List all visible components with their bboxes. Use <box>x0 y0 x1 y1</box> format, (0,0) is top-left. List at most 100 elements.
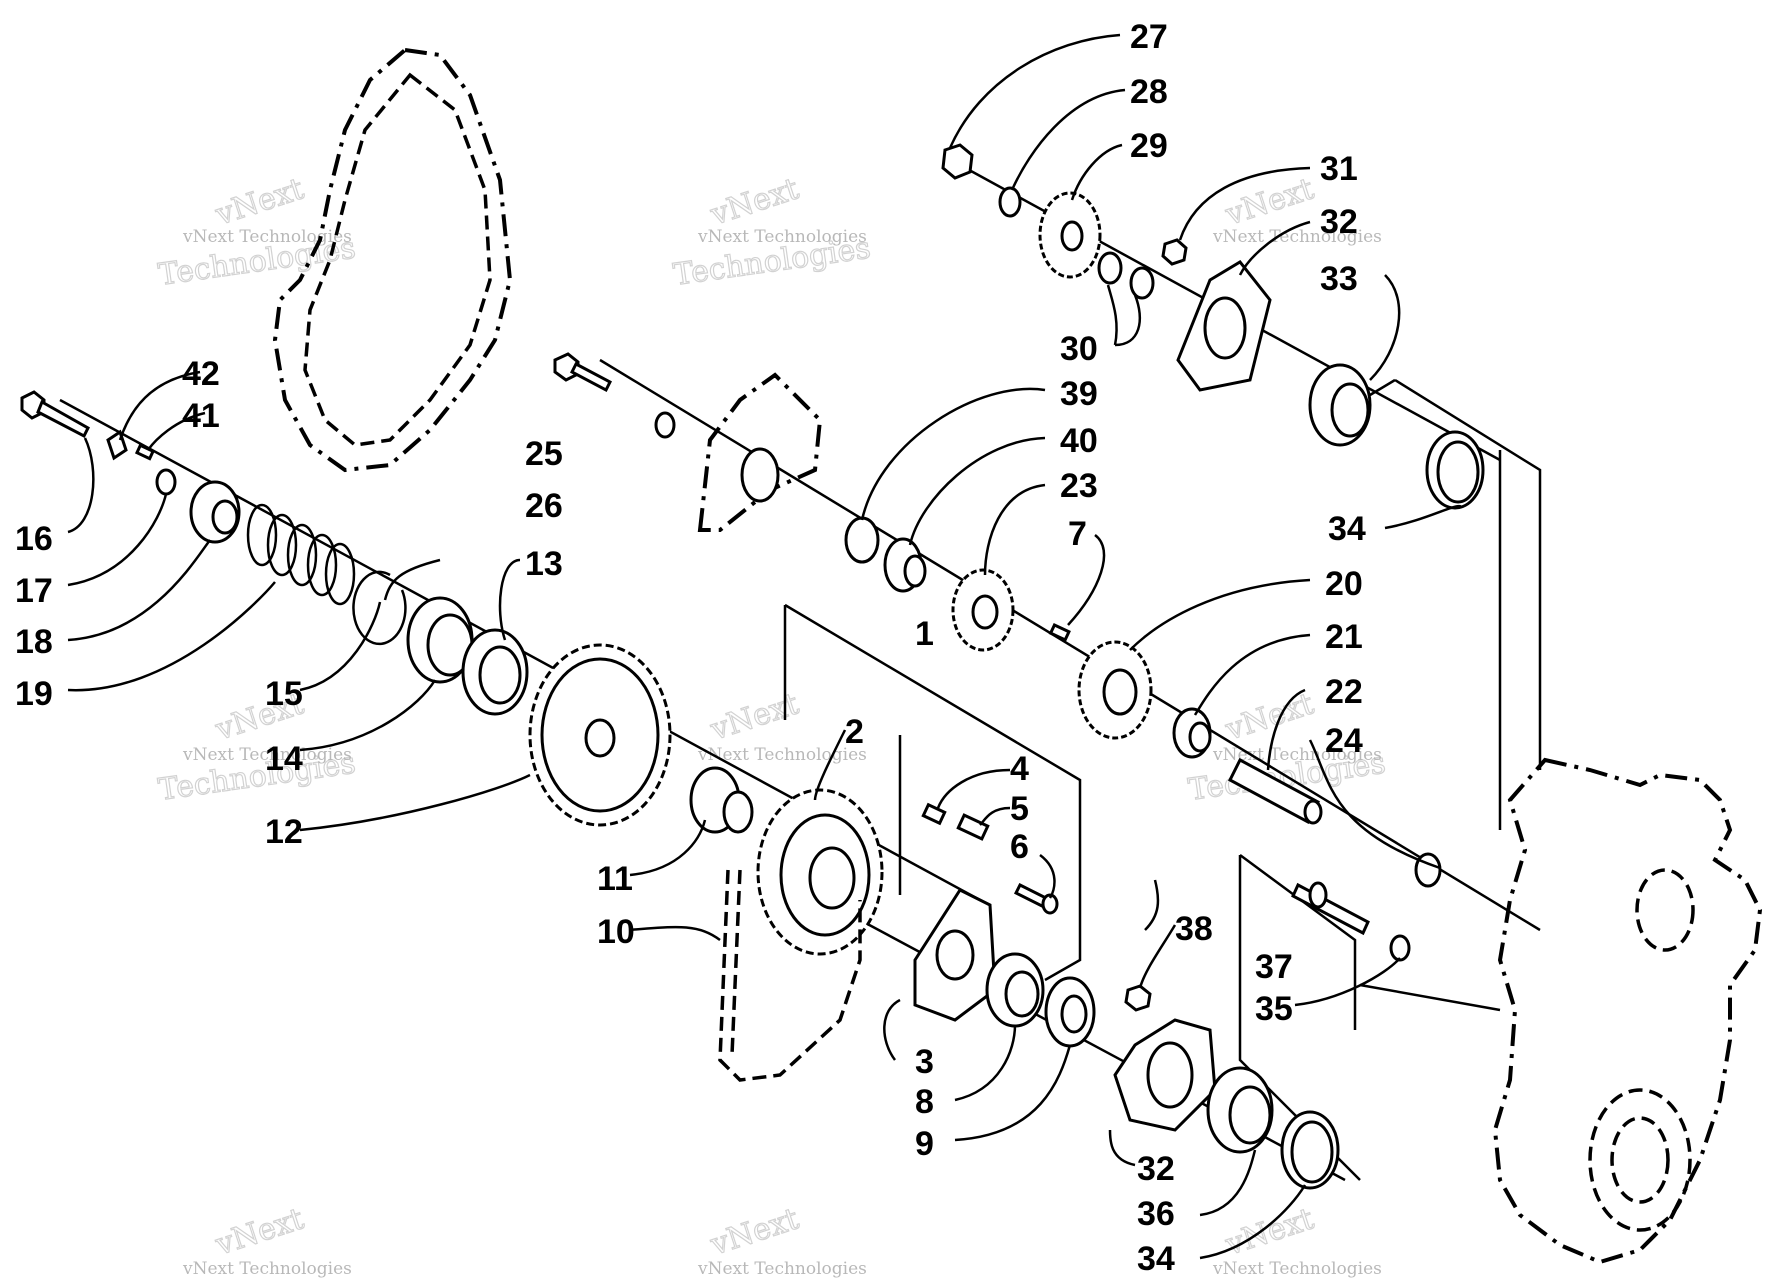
washer-17 <box>155 468 177 496</box>
chaincase-cover-inner <box>303 72 492 447</box>
callout-23: 23 <box>1060 467 1098 505</box>
callout-36: 36 <box>1137 1195 1175 1233</box>
callout-32-lower: 32 <box>1137 1150 1175 1188</box>
callout-41: 41 <box>182 397 220 435</box>
callout-22: 22 <box>1325 673 1363 711</box>
svg-text:vNext: vNext <box>211 172 308 233</box>
svg-text:vNext: vNext <box>1221 1202 1318 1263</box>
watermark-bottom: vNext vNext Technologies vNext vNext Tec… <box>182 1201 1382 1279</box>
callout-numbers: 27 28 29 31 32 33 30 39 40 23 7 3 4 20 2 1… <box>15 18 1366 1278</box>
bolt-25 <box>553 352 612 393</box>
callout-9: 9 <box>915 1125 934 1163</box>
chaincase-housing-outline <box>1492 757 1763 1265</box>
callout-20: 20 <box>1325 565 1363 603</box>
thrust-bearing-14 <box>406 596 474 684</box>
chaincase-cover-outline <box>272 47 513 473</box>
bearing-33 <box>1308 363 1372 447</box>
callout-37: 37 <box>1255 948 1293 986</box>
spacer-22 <box>1228 757 1323 825</box>
callout-16: 16 <box>15 520 53 558</box>
chain-10 <box>718 869 862 1082</box>
callout-5: 5 <box>1010 790 1029 828</box>
callout-40: 40 <box>1060 422 1098 460</box>
clutch-bracket-frame <box>783 603 1082 982</box>
callout-42: 42 <box>182 355 220 393</box>
callout-27: 27 <box>1130 18 1168 56</box>
callout-38: 38 <box>1175 910 1213 948</box>
bolt-16 <box>20 390 90 439</box>
callout-15: 15 <box>265 675 303 713</box>
bearing-8 <box>985 952 1045 1028</box>
bearing-40 <box>883 537 927 593</box>
svg-text:vNext Technologies: vNext Technologies <box>697 227 867 247</box>
flange-32-lower <box>1113 1018 1217 1132</box>
spring-5 <box>956 813 990 841</box>
callout-14: 14 <box>265 740 303 778</box>
washer-35 <box>1389 934 1411 962</box>
svg-text:vNext: vNext <box>706 1202 803 1263</box>
callout-4: 4 <box>1010 750 1029 788</box>
callout-3: 3 <box>915 1043 934 1081</box>
nut-38 <box>1124 984 1152 1012</box>
washer-24 <box>1414 852 1442 888</box>
seal-34-upper <box>1425 430 1485 510</box>
washer-9 <box>1044 976 1096 1048</box>
callout-31: 31 <box>1320 150 1358 188</box>
screw-6 <box>1013 882 1059 915</box>
callout-1: 1 <box>915 615 934 653</box>
callout-35: 35 <box>1255 990 1293 1028</box>
callout-13: 13 <box>525 545 563 583</box>
callout-11: 11 <box>597 860 633 898</box>
washer-30b <box>1129 266 1155 300</box>
ratchet-plate-3 <box>913 888 997 1022</box>
watermark-top-left: vNext vNext Technologies Technologies <box>156 171 359 294</box>
seal-34-lower <box>1280 1110 1340 1190</box>
sprocket-29 <box>1038 191 1102 279</box>
washer-30a <box>1097 251 1123 285</box>
svg-text:vNext Technologies: vNext Technologies <box>1212 1259 1382 1279</box>
nut-27 <box>941 143 974 180</box>
callout-2: 2 <box>845 713 864 751</box>
callout-17: 17 <box>15 572 53 610</box>
svg-text:vNext Technologies: vNext Technologies <box>182 1259 352 1279</box>
callout-30: 30 <box>1060 330 1098 368</box>
callout-33: 33 <box>1320 260 1358 298</box>
bearing-36 <box>1206 1066 1274 1154</box>
callout-29: 29 <box>1130 127 1168 165</box>
washer-26 <box>654 411 676 439</box>
callout-19: 19 <box>15 675 53 713</box>
gear-2 <box>756 788 884 956</box>
leader-lines <box>67 33 1464 1260</box>
callout-7: 7 <box>1068 515 1087 553</box>
callout-10: 10 <box>597 913 635 951</box>
housing-bore-lower-inner <box>1610 1116 1670 1204</box>
watermark-top-center: vNext vNext Technologies Technologies <box>671 171 874 294</box>
gear-20 <box>1077 640 1153 740</box>
spring-cup-18 <box>189 480 241 544</box>
bearing-21 <box>1172 707 1212 759</box>
stud-37 <box>1291 881 1370 936</box>
callout-28: 28 <box>1130 73 1168 111</box>
callout-39: 39 <box>1060 375 1098 413</box>
svg-text:vNext: vNext <box>1221 687 1318 748</box>
pin-4 <box>921 802 947 826</box>
callout-26: 26 <box>525 487 563 525</box>
pin-41 <box>134 443 156 461</box>
svg-text:vNext: vNext <box>706 687 803 748</box>
housing-bore-lower <box>1588 1088 1692 1232</box>
hub-11 <box>689 766 754 834</box>
svg-text:vNext: vNext <box>211 1202 308 1263</box>
svg-text:vNext Technologies: vNext Technologies <box>182 227 352 247</box>
svg-text:vNext Technologies: vNext Technologies <box>1212 227 1382 247</box>
callout-25: 25 <box>525 435 563 473</box>
callout-12: 12 <box>265 813 303 851</box>
housing-bore-upper <box>1635 868 1695 952</box>
snap-ring-15 <box>352 570 407 646</box>
callout-24: 24 <box>1325 722 1363 760</box>
thrust-washer-13 <box>461 628 529 716</box>
watermark-mid-center: vNext vNext Technologies <box>697 686 867 765</box>
flange-32-upper <box>1176 260 1272 392</box>
spring-19 <box>246 503 356 606</box>
sprocket-23 <box>951 568 1015 652</box>
